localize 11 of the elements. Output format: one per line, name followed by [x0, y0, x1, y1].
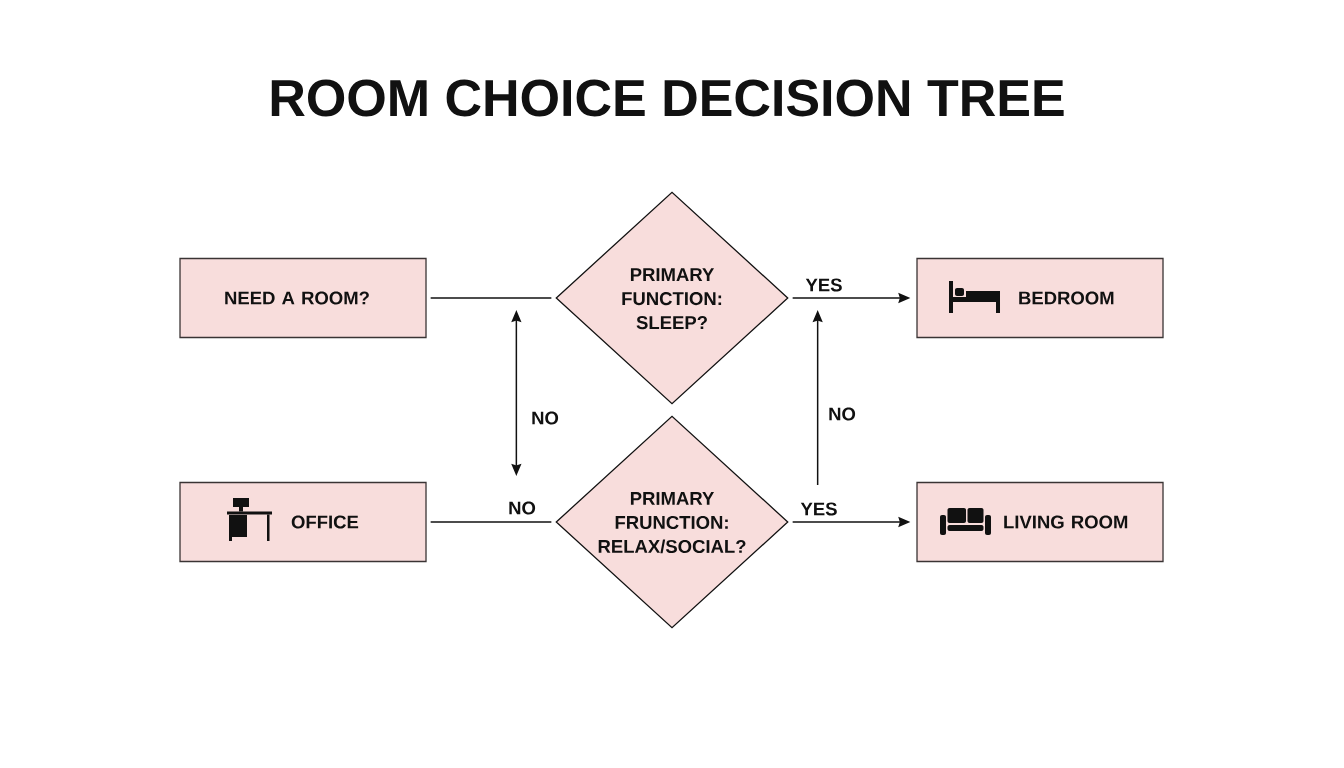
- result-box: BEDROOM: [916, 257, 1164, 339]
- edge-label: YES: [799, 500, 839, 518]
- result-box: OFFICE: [179, 481, 427, 563]
- start-box: NEED A ROOM?: [179, 257, 427, 339]
- connector-line: [429, 521, 553, 523]
- edge-label: NO: [826, 405, 858, 423]
- edge-label: NO: [506, 499, 538, 517]
- title: ROOM CHOICE DECISION TREE: [271, 79, 1064, 117]
- result-box: LIVING ROOM: [916, 481, 1164, 563]
- edge-label: YES: [804, 276, 844, 294]
- connector-line: [429, 297, 553, 299]
